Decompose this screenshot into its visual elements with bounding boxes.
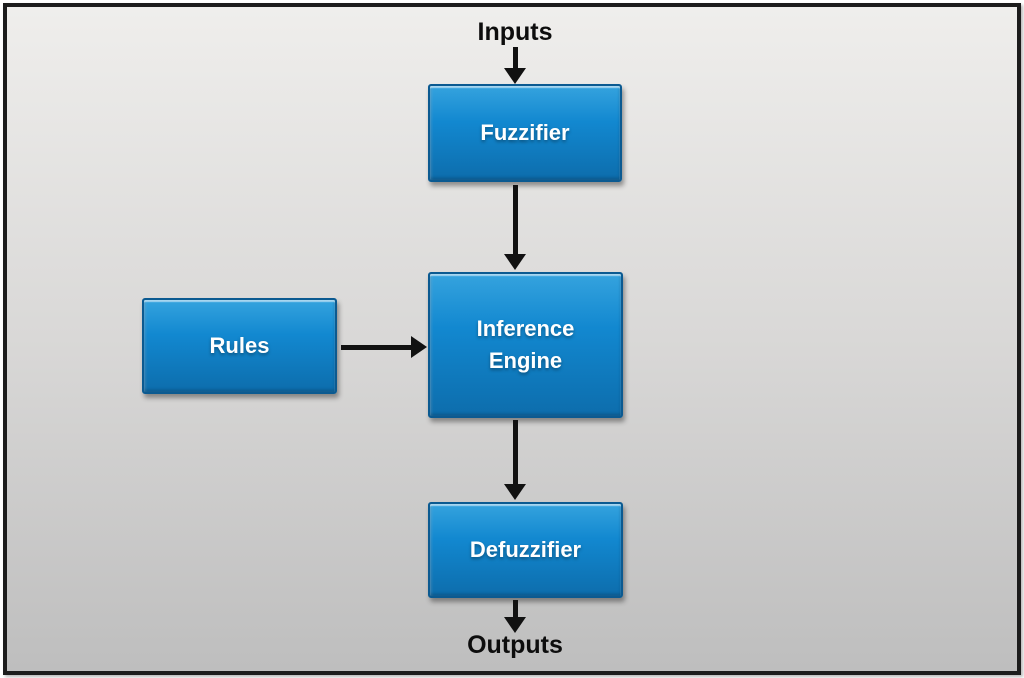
arrow-head-down-icon — [504, 254, 526, 270]
arrow-shaft — [512, 47, 518, 68]
arrow-shaft — [512, 600, 518, 617]
node-defuzzifier: Defuzzifier — [428, 502, 623, 598]
node-fuzzifier: Fuzzifier — [428, 84, 622, 182]
arrow-rules-to-inference-engine — [341, 336, 427, 358]
arrow-head-down-icon — [504, 484, 526, 500]
node-rules: Rules — [142, 298, 337, 394]
node-inference-engine-label: Inference Engine — [476, 316, 575, 373]
node-rules-label: Rules — [209, 333, 270, 359]
arrow-inputs-to-fuzzifier — [504, 47, 526, 84]
outputs-label: Outputs — [467, 631, 563, 659]
inputs-label: Inputs — [477, 18, 553, 46]
arrow-defuzzifier-to-outputs — [504, 600, 526, 633]
node-inference-engine: Inference Engine — [428, 272, 623, 418]
arrow-inference-engine-to-defuzzifier — [504, 420, 526, 500]
arrow-shaft — [512, 420, 518, 484]
arrow-fuzzifier-to-inference-engine — [504, 185, 526, 270]
arrow-head-down-icon — [504, 68, 526, 84]
arrow-head-down-icon — [504, 617, 526, 633]
node-defuzzifier-label: Defuzzifier — [469, 537, 582, 563]
arrow-shaft — [512, 185, 518, 254]
arrow-head-right-icon — [411, 336, 427, 358]
diagram-canvas: Inputs Fuzzifier Rules Inference Engine — [3, 3, 1021, 675]
node-fuzzifier-label: Fuzzifier — [480, 120, 570, 146]
arrow-shaft — [341, 344, 411, 350]
